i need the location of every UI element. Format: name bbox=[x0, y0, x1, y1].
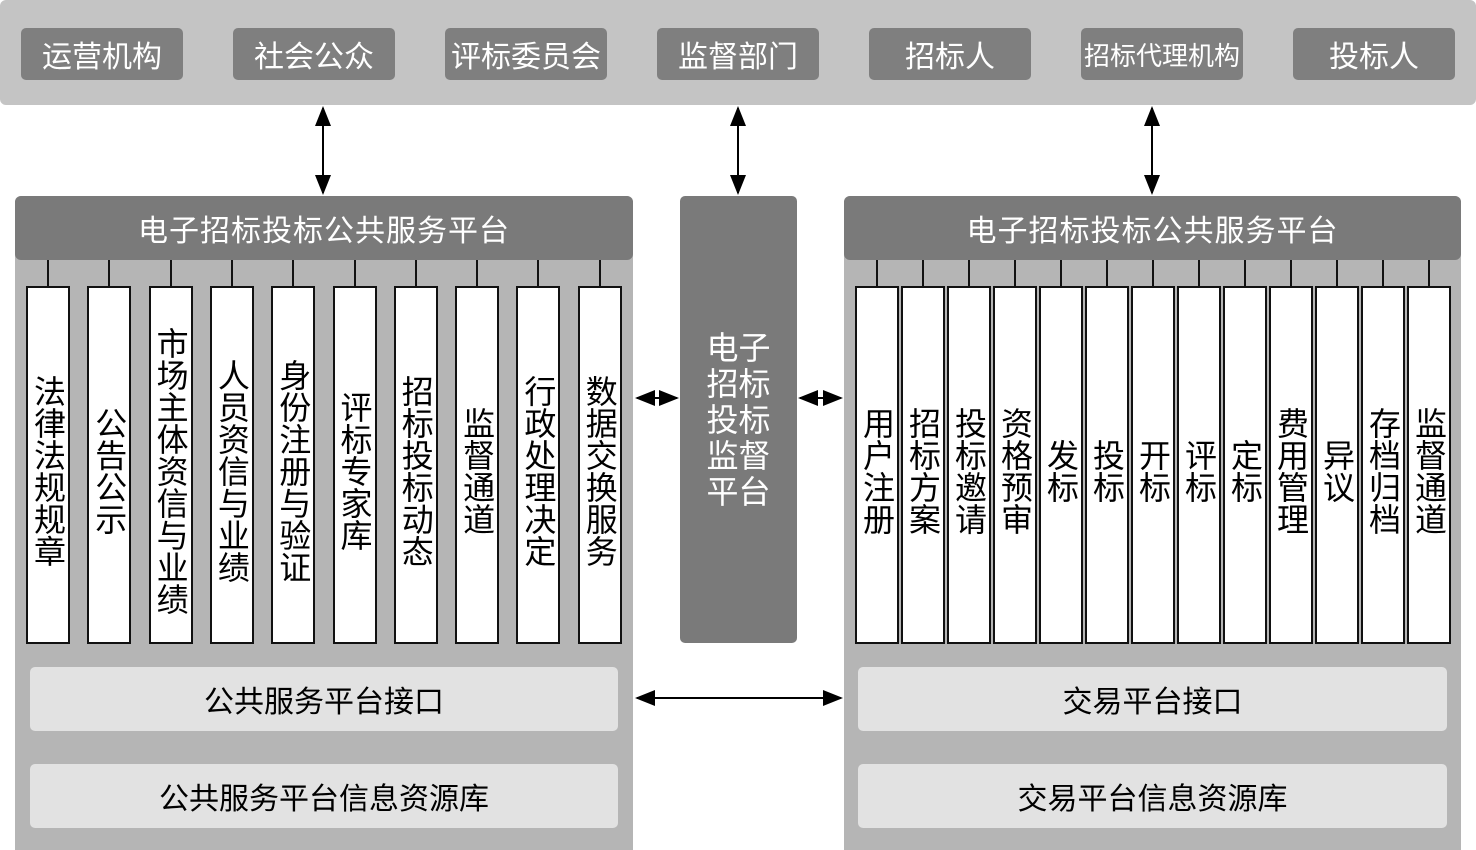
role-6: 投标人 bbox=[1293, 28, 1455, 80]
connector-line bbox=[1014, 260, 1016, 286]
connector-line bbox=[922, 260, 924, 286]
module-7: 评标 bbox=[1177, 286, 1221, 644]
module-8: 行政处理决定 bbox=[516, 286, 561, 644]
connector-line bbox=[598, 260, 601, 286]
connector-line bbox=[1428, 260, 1430, 286]
module-12: 监督通道 bbox=[1407, 286, 1451, 644]
connector-line bbox=[1336, 260, 1338, 286]
module-9: 数据交换服务 bbox=[577, 286, 622, 644]
role-0: 运营机构 bbox=[21, 28, 183, 80]
trading-interface: 交易平台接口 bbox=[858, 667, 1447, 731]
module-4: 身份注册与验证 bbox=[271, 286, 316, 644]
module-1: 招标方案 bbox=[901, 286, 945, 644]
module-4: 发标 bbox=[1039, 286, 1083, 644]
module-10: 异议 bbox=[1315, 286, 1359, 644]
module-8: 定标 bbox=[1223, 286, 1267, 644]
connector-line bbox=[1290, 260, 1292, 286]
connector-line bbox=[108, 260, 111, 286]
connector-line bbox=[1106, 260, 1108, 286]
connector-line bbox=[537, 260, 540, 286]
supervision-platform: 电子招标投标监督平台 bbox=[680, 196, 797, 643]
module-9: 费用管理 bbox=[1269, 286, 1313, 644]
module-0: 法律法规规章 bbox=[26, 286, 70, 644]
connector-line bbox=[1060, 260, 1062, 286]
module-1: 公告公示 bbox=[87, 286, 132, 644]
connector-line bbox=[292, 260, 295, 286]
module-3: 人员资信与业绩 bbox=[209, 286, 254, 644]
public-service-database: 公共服务平台信息资源库 bbox=[30, 764, 618, 828]
connector-line bbox=[1152, 260, 1154, 286]
trading-platform-panel: 电子招标投标公共服务平台 交易平台接口 交易平台信息资源库 用户注册招标方案投标… bbox=[844, 196, 1461, 850]
module-6: 开标 bbox=[1131, 286, 1175, 644]
connector-line bbox=[1198, 260, 1200, 286]
module-5: 评标专家库 bbox=[332, 286, 377, 644]
public-service-platform-title: 电子招标投标公共服务平台 bbox=[15, 196, 633, 260]
module-5: 投标 bbox=[1085, 286, 1129, 644]
module-0: 用户注册 bbox=[855, 286, 899, 644]
public-service-platform-panel: 电子招标投标公共服务平台 公共服务平台接口 公共服务平台信息资源库 法律法规规章… bbox=[15, 196, 633, 850]
public-service-interface: 公共服务平台接口 bbox=[30, 667, 618, 731]
module-6: 招标投标动态 bbox=[393, 286, 438, 644]
role-5: 招标代理机构 bbox=[1081, 28, 1243, 80]
connector-line bbox=[230, 260, 233, 286]
module-7: 监督通道 bbox=[455, 286, 500, 644]
connector-line bbox=[968, 260, 970, 286]
trading-database: 交易平台信息资源库 bbox=[858, 764, 1447, 828]
role-4: 招标人 bbox=[869, 28, 1031, 80]
connector-line bbox=[47, 260, 49, 286]
role-2: 评标委员会 bbox=[445, 28, 607, 80]
module-2: 投标邀请 bbox=[947, 286, 991, 644]
module-3: 资格预审 bbox=[993, 286, 1037, 644]
role-1: 社会公众 bbox=[233, 28, 395, 80]
role-3: 监督部门 bbox=[657, 28, 819, 80]
connector-line bbox=[1244, 260, 1246, 286]
trading-platform-title: 电子招标投标公共服务平台 bbox=[844, 196, 1461, 260]
connector-line bbox=[414, 260, 417, 286]
connector-line bbox=[876, 260, 878, 286]
connector-line bbox=[169, 260, 172, 286]
module-2: 市场主体资信与业绩 bbox=[148, 286, 193, 644]
connector-line bbox=[1382, 260, 1384, 286]
connector-line bbox=[476, 260, 479, 286]
module-11: 存档归档 bbox=[1361, 286, 1405, 644]
connector-line bbox=[353, 260, 356, 286]
